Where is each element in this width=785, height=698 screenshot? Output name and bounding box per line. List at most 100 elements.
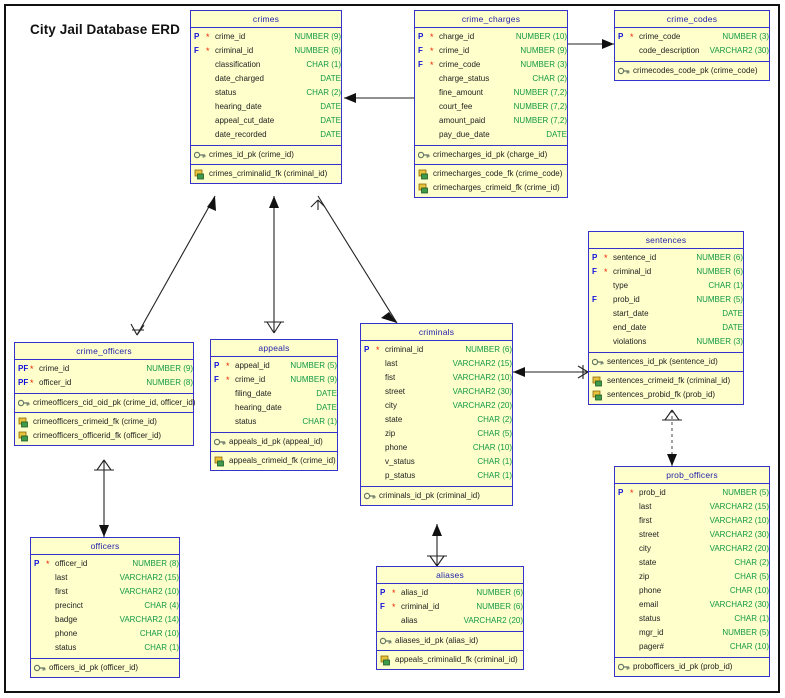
- pk-constraint-label: aliases_id_pk (alias_id): [395, 636, 479, 645]
- notnull-marker: *: [604, 267, 608, 277]
- entity-title: officers: [31, 538, 179, 555]
- fk-icon: [194, 169, 206, 180]
- attribute-type: CHAR (2): [306, 88, 341, 97]
- attribute-type: CHAR (5): [477, 429, 512, 438]
- attribute-name: pay_due_date: [439, 130, 490, 139]
- fk-constraint-row: crimecharges_code_fk (crime_code): [415, 167, 567, 181]
- attribute-name: phone: [55, 629, 78, 638]
- fk-constraint-list: appeals_criminalid_fk (criminal_id): [377, 651, 523, 669]
- attribute-name: date_recorded: [215, 130, 267, 139]
- attribute-type: NUMBER (5): [722, 628, 769, 637]
- attribute-type: NUMBER (6): [294, 46, 341, 55]
- attribute-name: first: [639, 516, 652, 525]
- attribute-type: NUMBER (3): [520, 60, 567, 69]
- attribute-name: last: [385, 359, 398, 368]
- pk-constraint-row: aliases_id_pk (alias_id): [377, 634, 523, 648]
- pk-constraint-list: probofficers_id_pk (prob_id): [615, 658, 769, 676]
- attribute-name: phone: [385, 443, 408, 452]
- entity-title: crime_codes: [615, 11, 769, 28]
- attribute-type: NUMBER (9): [294, 32, 341, 41]
- pk-icon: [618, 66, 630, 77]
- attribute-type: VARCHAR2 (30): [709, 530, 769, 539]
- attribute-name: sentence_id: [613, 253, 657, 262]
- key-flag: F: [380, 602, 385, 611]
- pk-constraint-row: officers_id_pk (officer_id): [31, 661, 179, 675]
- pk-constraint-row: crimecodes_code_pk (crime_code): [615, 64, 769, 78]
- fk-constraint-label: crimeofficers_crimeid_fk (crime_id): [33, 417, 157, 426]
- relationship-crimecharges-crimes: [344, 91, 425, 105]
- pk-constraint-label: sentences_id_pk (sentence_id): [607, 357, 718, 366]
- attribute-name: hearing_date: [215, 102, 262, 111]
- notnull-marker: *: [604, 253, 608, 263]
- pk-constraint-row: crimecharges_id_pk (charge_id): [415, 148, 567, 162]
- attribute-name: filing_date: [235, 389, 272, 398]
- attribute-name: charge_id: [439, 32, 475, 41]
- attribute-name: crime_code: [639, 32, 681, 41]
- key-flag: P: [418, 32, 424, 41]
- key-flag: P: [34, 559, 40, 568]
- fk-icon: [418, 169, 430, 180]
- attribute-name: prob_id: [639, 488, 666, 497]
- attribute-name: criminal_id: [215, 46, 254, 55]
- attribute-name: phone: [639, 586, 662, 595]
- fk-constraint-list: crimeofficers_crimeid_fk (crime_id) crim…: [15, 413, 193, 445]
- relationship-appeals-crimes: [264, 196, 284, 334]
- attribute-type: DATE: [316, 403, 337, 412]
- entity-title: crimes: [191, 11, 341, 28]
- pk-constraint-list: appeals_id_pk (appeal_id): [211, 433, 337, 452]
- key-flag: F: [418, 60, 423, 69]
- key-flag: F: [214, 375, 219, 384]
- key-flag: F: [418, 46, 423, 55]
- key-flag: F: [592, 295, 597, 304]
- attribute-name: criminal_id: [401, 602, 440, 611]
- pk-constraint-row: probofficers_id_pk (prob_id): [615, 660, 769, 674]
- attribute-name: zip: [385, 429, 396, 438]
- fk-constraint-label: appeals_criminalid_fk (criminal_id): [395, 655, 518, 664]
- fk-icon: [18, 417, 30, 428]
- notnull-marker: *: [226, 375, 230, 385]
- attribute-type: CHAR (5): [734, 572, 769, 581]
- attribute-name: status: [55, 643, 77, 652]
- attribute-type: VARCHAR2 (10): [119, 587, 179, 596]
- entity-title: crime_charges: [415, 11, 567, 28]
- key-flag: P: [364, 345, 370, 354]
- pk-constraint-label: crimeofficers_cid_oid_pk (crime_id, offi…: [33, 398, 196, 407]
- attribute-type: DATE: [320, 74, 341, 83]
- notnull-marker: *: [430, 46, 434, 56]
- attribute-type: VARCHAR2 (30): [709, 600, 769, 609]
- notnull-marker: *: [376, 345, 380, 355]
- pk-icon: [380, 636, 392, 647]
- attribute-name: officer_id: [39, 378, 72, 387]
- attribute-name: last: [639, 502, 652, 511]
- attribute-row: pager#CHAR (10): [615, 640, 769, 654]
